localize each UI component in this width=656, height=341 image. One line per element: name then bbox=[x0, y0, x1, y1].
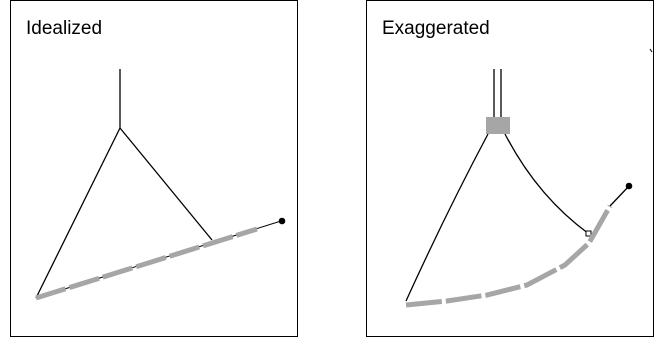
panel-title-idealized: Idealized bbox=[26, 18, 103, 39]
right-string bbox=[504, 133, 590, 235]
end-knob bbox=[625, 182, 633, 190]
exaggerated-diagram bbox=[405, 48, 653, 308]
junction-ring bbox=[585, 230, 592, 237]
exaggerated-panel: Exaggerated bbox=[366, 0, 654, 337]
right-string bbox=[119, 127, 213, 241]
panel-title-exaggerated: Exaggerated bbox=[382, 18, 490, 39]
left-string bbox=[405, 133, 489, 302]
segmented-rod bbox=[35, 226, 258, 301]
left-string bbox=[35, 127, 121, 299]
idealized-diagram bbox=[35, 69, 286, 301]
end-lead bbox=[609, 185, 630, 207]
corner-tick bbox=[649, 48, 653, 53]
idealized-panel: Idealized bbox=[10, 0, 298, 337]
segmented-rod bbox=[405, 204, 613, 308]
end-knob bbox=[278, 217, 286, 225]
pulley-block bbox=[486, 117, 510, 134]
